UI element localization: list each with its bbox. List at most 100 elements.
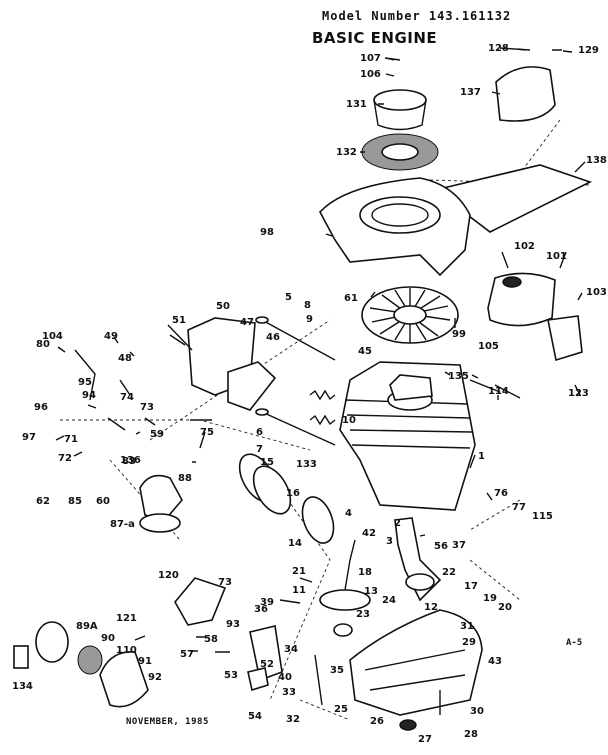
part-callout: 95	[78, 377, 92, 388]
part-callout: 74	[120, 392, 134, 403]
part-callout: 20	[498, 602, 512, 613]
part-callout: 15	[260, 457, 274, 468]
part-callout: 121	[116, 613, 137, 624]
part-callout: 8	[304, 300, 311, 311]
part-callout: 102	[514, 241, 535, 252]
part-callout: 133	[296, 459, 317, 470]
part-callout: 90	[101, 633, 115, 644]
part-callout: 3	[386, 536, 393, 547]
part-callout: 114	[488, 386, 509, 397]
part-callout: 128	[488, 43, 509, 54]
part-callout: 17	[464, 581, 478, 592]
part-callout: 107	[360, 53, 381, 64]
part-callout: 89A	[76, 621, 98, 632]
part-callout: 18	[358, 567, 372, 578]
part-callout: 87-a	[110, 519, 135, 530]
part-callout: 91	[138, 656, 152, 667]
part-callout: 46	[266, 332, 280, 343]
part-callout: 42	[362, 528, 376, 539]
part-callout: 36	[254, 604, 268, 615]
part-callout: 25	[334, 704, 348, 715]
part-callout: 72	[58, 453, 72, 464]
part-callout: 51	[172, 315, 186, 326]
part-callout: 47	[240, 317, 254, 328]
part-callout: 19	[483, 593, 497, 604]
part-callout: 52	[260, 659, 274, 670]
part-callout: 135	[448, 371, 469, 382]
part-callout: 53	[224, 670, 238, 681]
part-callout: 76	[494, 488, 508, 499]
part-callout: 94	[82, 390, 96, 401]
part-callout: 137	[460, 87, 481, 98]
part-callout: 131	[346, 99, 367, 110]
part-callout: 4	[345, 508, 352, 519]
part-callout: 34	[284, 644, 298, 655]
part-callout: 110	[116, 645, 137, 656]
part-callout: 7	[256, 444, 263, 455]
part-callout: 61	[344, 293, 358, 304]
part-callout: 83	[122, 456, 136, 467]
part-callout: 2	[394, 518, 401, 529]
part-callout: 123	[568, 388, 589, 399]
part-callout: 31	[460, 621, 474, 632]
part-callout: 5	[285, 292, 292, 303]
part-callout: 10	[342, 415, 356, 426]
part-callout: 97	[22, 432, 36, 443]
part-callout: 73	[140, 402, 154, 413]
part-callout: 101	[546, 251, 567, 262]
part-callout: 6	[256, 427, 263, 438]
part-callout: 50	[216, 301, 230, 312]
part-callout: 77	[512, 502, 526, 513]
part-callout: 40	[278, 672, 292, 683]
page-code: A-5	[566, 638, 583, 648]
part-callout: 80	[36, 339, 50, 350]
part-callout: 30	[470, 706, 484, 717]
part-callout: 93	[226, 619, 240, 630]
part-callout: 28	[464, 729, 478, 740]
part-callout: 32	[286, 714, 300, 725]
footer-date: NOVEMBER, 1985	[126, 717, 209, 727]
part-callout: 103	[586, 287, 607, 298]
part-callout: 104	[42, 331, 63, 342]
part-callout: 11	[292, 585, 306, 596]
part-callout: 24	[382, 595, 396, 606]
part-callout: 56	[434, 541, 448, 552]
part-callout: 98	[260, 227, 274, 238]
part-callout: 58	[204, 634, 218, 645]
part-callout: 29	[462, 637, 476, 648]
part-callout: 85	[68, 496, 82, 507]
part-callout: 35	[330, 665, 344, 676]
part-callout: 45	[358, 346, 372, 357]
part-callout: 39	[260, 597, 274, 608]
part-callout: 88	[178, 473, 192, 484]
part-callout: 92	[148, 672, 162, 683]
part-callout: 48	[118, 353, 132, 364]
part-callout: 49	[104, 331, 118, 342]
part-callout: 9	[306, 314, 313, 325]
part-callout: 59	[150, 429, 164, 440]
model-number: Model Number 143.161132	[322, 9, 512, 23]
part-callout: 22	[442, 567, 456, 578]
part-callout: 73	[218, 577, 232, 588]
part-callout: 27	[418, 734, 432, 745]
part-callout: 13	[364, 586, 378, 597]
part-callout: 21	[292, 566, 306, 577]
part-callout: 60	[96, 496, 110, 507]
part-callout: 115	[532, 511, 553, 522]
part-callout: 23	[356, 609, 370, 620]
part-callout: 43	[488, 656, 502, 667]
part-callout: 71	[64, 434, 78, 445]
part-callout: 33	[282, 687, 296, 698]
part-callout: 12	[424, 602, 438, 613]
part-callout: 96	[34, 402, 48, 413]
part-callout: 99	[452, 329, 466, 340]
part-callout: 134	[12, 681, 33, 692]
part-callout: 26	[370, 716, 384, 727]
part-callout: 14	[288, 538, 302, 549]
page-title: BASIC ENGINE	[312, 29, 438, 47]
part-callout: 136	[120, 455, 141, 466]
part-callout: 54	[248, 711, 262, 722]
part-callout: 1	[478, 451, 485, 462]
